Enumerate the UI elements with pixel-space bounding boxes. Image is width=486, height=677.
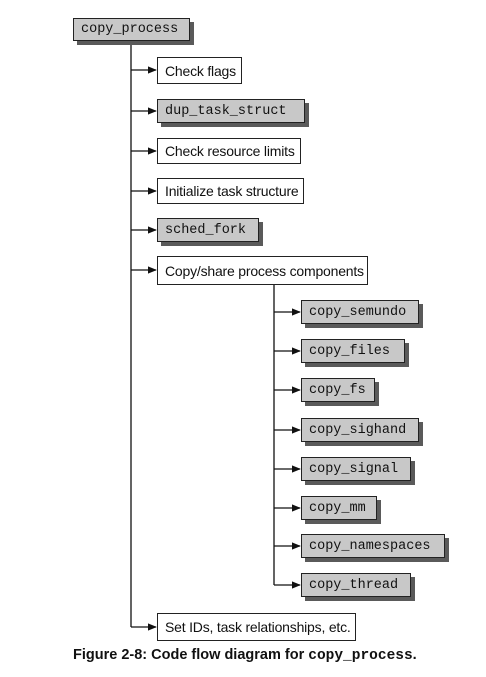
substep-copy-thread: copy_thread <box>301 573 411 597</box>
substep-copy-mm: copy_mm <box>301 496 377 520</box>
step-initialize-task-structure: Initialize task structure <box>157 178 304 204</box>
step-check-resource-limits: Check resource limits <box>157 138 301 164</box>
step-check-flags: Check flags <box>157 57 242 84</box>
step-copy-share-components: Copy/share process components <box>157 256 368 285</box>
substep-copy-namespaces: copy_namespaces <box>301 534 445 558</box>
substep-copy-signal: copy_signal <box>301 457 411 481</box>
step-set-ids: Set IDs, task relationships, etc. <box>157 613 356 641</box>
step-sched-fork: sched_fork <box>157 218 259 242</box>
substep-copy-files: copy_files <box>301 339 405 363</box>
root-node-copy-process: copy_process <box>73 18 190 41</box>
caption-code: copy_process <box>308 648 413 664</box>
caption-suffix: . <box>412 647 417 663</box>
figure-caption: Figure 2-8: Code flow diagram for copy_p… <box>73 647 417 664</box>
caption-prefix: Figure 2-8: Code flow diagram for <box>73 647 309 663</box>
step-dup-task-struct: dup_task_struct <box>157 99 305 123</box>
substep-copy-fs: copy_fs <box>301 378 375 402</box>
substep-copy-sighand: copy_sighand <box>301 418 419 442</box>
substep-copy-semundo: copy_semundo <box>301 300 419 324</box>
